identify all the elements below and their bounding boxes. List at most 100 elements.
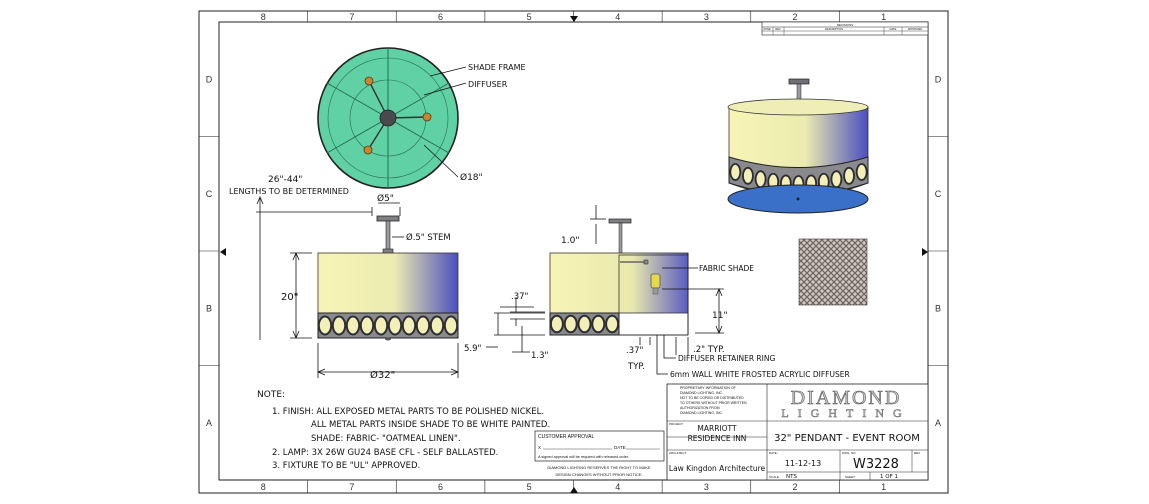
date-label: DATE: xyxy=(769,451,778,455)
top-view: SHADE FRAME DIFFUSER Ø18" xyxy=(317,47,526,189)
prop-line-3: NOT TO BE COPIED OR DISTRIBUTED xyxy=(680,396,744,400)
notes-title: NOTE: xyxy=(257,390,285,400)
canopy-height: 1.0" xyxy=(561,236,579,246)
label-diameter-18: Ø18" xyxy=(460,172,483,183)
row-label-right: A xyxy=(935,418,941,428)
row-label-right: D xyxy=(935,74,942,84)
band-ring xyxy=(563,314,578,334)
logo-bottom: LIGHTING xyxy=(781,406,910,420)
column-label-bottom: 5 xyxy=(527,482,532,492)
prop-line-4: TO OTHERS WITHOUT PRIOR WRITTEN xyxy=(680,401,747,405)
row-label-right: B xyxy=(935,303,941,313)
row-label-left: D xyxy=(206,74,213,84)
band-ring xyxy=(577,314,592,334)
band-ring xyxy=(754,170,767,189)
band-ring xyxy=(373,315,389,336)
height-20: 20" xyxy=(281,292,298,303)
length-range: 26"-44" xyxy=(268,175,302,185)
retainer-ring-label: DIFFUSER RETAINER RING xyxy=(678,354,775,363)
stem-label: Ø.5" STEM xyxy=(406,232,451,243)
socket-c-icon xyxy=(363,145,373,155)
band-ring xyxy=(605,314,620,334)
band-height-59: 5.9" xyxy=(464,344,482,354)
logo-top: DIAMOND xyxy=(791,387,902,409)
approval-date: DATE xyxy=(614,445,626,450)
band-ring xyxy=(345,315,361,336)
column-label-bottom: 2 xyxy=(793,482,798,492)
title-block: PROPRIETARY INFORMATION OF DIAMOND LIGHT… xyxy=(666,383,929,481)
architect-label: ARCHITECT: xyxy=(669,451,687,455)
iso-view xyxy=(727,78,869,214)
date-value: 11-12-13 xyxy=(785,459,821,468)
approval-title: CUSTOMER APPROVAL xyxy=(538,434,594,440)
project-line-2: RESIDENCE INN xyxy=(688,434,747,443)
band-ring xyxy=(359,315,375,336)
center-arrow-left xyxy=(220,248,226,256)
column-label-top: 2 xyxy=(793,12,798,22)
band-ring xyxy=(729,163,742,181)
rev-col-description: DESCRIPTION xyxy=(825,27,843,31)
hub-icon xyxy=(379,109,397,127)
approval-note: A signed approval will be required with … xyxy=(538,455,629,459)
typ-label: TYP. xyxy=(627,362,645,372)
column-label-top: 3 xyxy=(704,12,709,22)
prop-line-1: PROPRIETARY INFORMATION OF xyxy=(680,386,736,390)
lamp-height-11: 11" xyxy=(712,311,728,321)
column-label-bottom: 4 xyxy=(615,482,620,492)
column-label-top: 5 xyxy=(527,12,532,22)
project-line-1: MARRIOTT xyxy=(697,424,737,433)
width-32: Ø32" xyxy=(370,369,395,381)
note-1b: ALL METAL PARTS INSIDE SHADE TO BE WHITE… xyxy=(311,420,550,430)
note-2: 2. LAMP: 3X 26W GU24 BASE CFL - SELF BAL… xyxy=(272,448,498,458)
center-arrow-top xyxy=(570,16,578,22)
prop-line-5: AUTHORIZATION FROM xyxy=(680,406,720,410)
fabric-swatch xyxy=(798,238,868,306)
section-band-rings xyxy=(549,314,620,334)
band-ring xyxy=(429,315,445,336)
band-ring xyxy=(331,315,347,336)
socket-b-icon xyxy=(422,112,432,122)
column-label-top: 8 xyxy=(261,12,266,22)
customer-approval: CUSTOMER APPROVAL X DATE A signed approv… xyxy=(534,430,665,477)
retainer-dim: .2" TYP. xyxy=(693,345,725,355)
front-band-rings xyxy=(317,315,459,336)
band-offset-13: 1.3" xyxy=(531,351,549,361)
band-gap-37: .37" xyxy=(511,292,529,302)
column-label-bottom: 1 xyxy=(881,482,886,492)
approval-x: X xyxy=(538,445,541,450)
sheet-value: 1 OF 1 xyxy=(880,474,898,480)
center-arrow-bottom xyxy=(570,487,578,493)
acrylic-diffuser-label: 6mm WALL WHITE FROSTED ACRYLIC DIFFUSER xyxy=(670,370,850,379)
note-1: 1. FINISH: ALL EXPOSED METAL PARTS TO BE… xyxy=(272,407,544,417)
band-ring xyxy=(830,170,843,189)
section-view: 1.0" FABRIC SHADE 11" .2" TYP. .37" TYP.… xyxy=(464,205,850,379)
revision-title: REVISIONS xyxy=(837,23,853,27)
fabric-shade-label: FABRIC SHADE xyxy=(699,264,754,273)
prop-line-6: DIAMOND LIGHTING, INC. xyxy=(680,411,723,415)
center-arrow-right xyxy=(922,248,928,256)
band-ring xyxy=(443,315,459,336)
dwg-number: W3228 xyxy=(853,457,899,472)
rev-label: REV xyxy=(914,451,920,455)
revision-block: REVISIONS ZONE REV DESCRIPTION DATE APPR… xyxy=(761,21,929,36)
band-ring xyxy=(387,315,403,336)
band-ring xyxy=(415,315,431,336)
row-label-right: C xyxy=(935,189,942,199)
lamp-icon xyxy=(650,273,661,289)
prop-line-2: DIAMOND LIGHTING, INC. xyxy=(680,391,723,395)
note-3: 3. FIXTURE TO BE "UL" APPROVED. xyxy=(272,461,420,471)
sheet-label: SHEET xyxy=(845,475,855,479)
front-view: 26"-44" LENGTHS TO BE DETERMINED Ø5" Ø.5… xyxy=(229,175,460,381)
row-label-left: A xyxy=(206,418,212,428)
band-ring xyxy=(317,315,333,336)
scale-value: NTS xyxy=(786,474,797,480)
column-label-bottom: 6 xyxy=(438,482,443,492)
column-label-top: 7 xyxy=(349,12,354,22)
band-ring xyxy=(742,166,754,185)
notes: NOTE: 1. FINISH: ALL EXPOSED METAL PARTS… xyxy=(257,390,550,471)
scale-label: SCALE: xyxy=(769,475,780,479)
label-diffuser: DIFFUSER xyxy=(468,80,508,89)
socket-a-icon xyxy=(364,76,374,86)
